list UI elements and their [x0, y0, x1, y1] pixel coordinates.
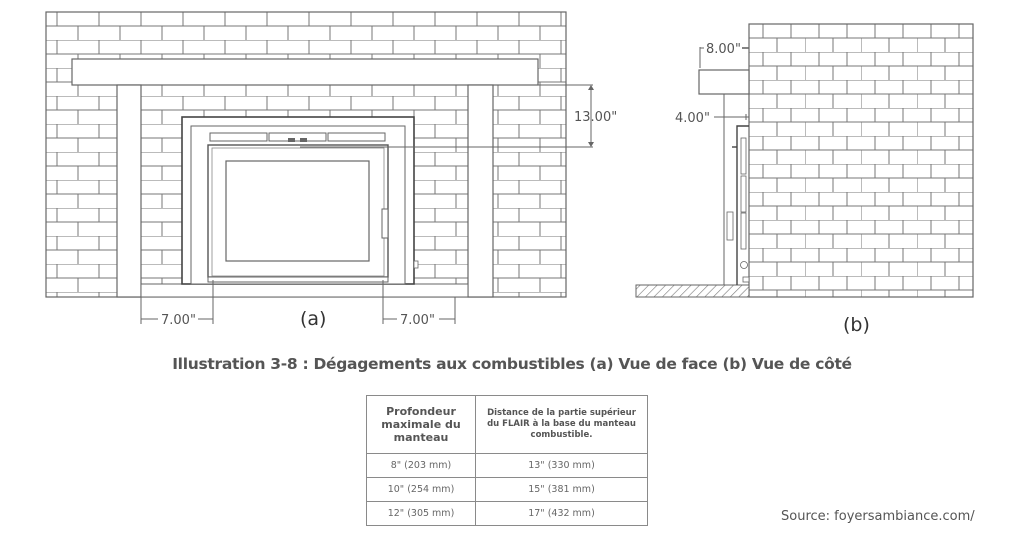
side-view-label: (b)	[843, 314, 870, 336]
table-row: 10" (254 mm) 15" (381 mm)	[366, 477, 648, 502]
louver-left	[209, 132, 268, 142]
cell-depth: 10" (254 mm)	[366, 477, 476, 502]
source-credit: Source: foyersambiance.com/	[781, 509, 975, 524]
header-mantel-depth: Profondeur maximale du manteau	[366, 395, 476, 454]
clearance-table: Profondeur maximale du manteau Distance …	[366, 395, 648, 526]
dim-right-7-label: 7.00"	[400, 313, 435, 328]
left-pillar	[116, 84, 142, 298]
table-row: 8" (203 mm) 13" (330 mm)	[366, 453, 648, 478]
table-row: 12" (305 mm) 17" (432 mm)	[366, 501, 648, 526]
cell-distance: 15" (381 mm)	[475, 477, 648, 502]
cell-distance: 13" (330 mm)	[475, 453, 648, 478]
header-distance: Distance de la partie supérieur du FLAIR…	[475, 395, 648, 454]
side-mantel	[698, 69, 750, 95]
figure-caption: Illustration 3-8 : Dégagements aux combu…	[172, 355, 852, 373]
front-hearth	[140, 283, 469, 298]
door-handle	[381, 208, 389, 239]
cell-depth: 8" (203 mm)	[366, 453, 476, 478]
front-view-label: (a)	[300, 308, 326, 330]
louver-right	[327, 132, 386, 142]
right-pillar	[467, 84, 494, 298]
dim-4-label: 4.00"	[675, 111, 710, 126]
clearance-drawing: 13.00" 7.00" 7.00" (a)	[45, 11, 974, 336]
cell-depth: 12" (305 mm)	[366, 501, 476, 526]
side-view: 8.00" 4.00" (b)	[635, 23, 974, 336]
side-hearth-hatched	[635, 284, 750, 298]
front-view: 13.00" 7.00" 7.00" (a)	[45, 11, 617, 330]
insert-glass	[225, 160, 370, 262]
dim-8-label: 8.00"	[706, 42, 741, 57]
cell-distance: 17" (432 mm)	[475, 501, 648, 526]
table-header-row: Profondeur maximale du manteau Distance …	[366, 395, 648, 454]
side-brick-wall	[748, 23, 974, 298]
dim-13-label: 13.00"	[574, 110, 617, 125]
front-mantel	[71, 58, 539, 86]
dim-left-7-label: 7.00"	[161, 313, 196, 328]
louver-center	[268, 132, 327, 142]
